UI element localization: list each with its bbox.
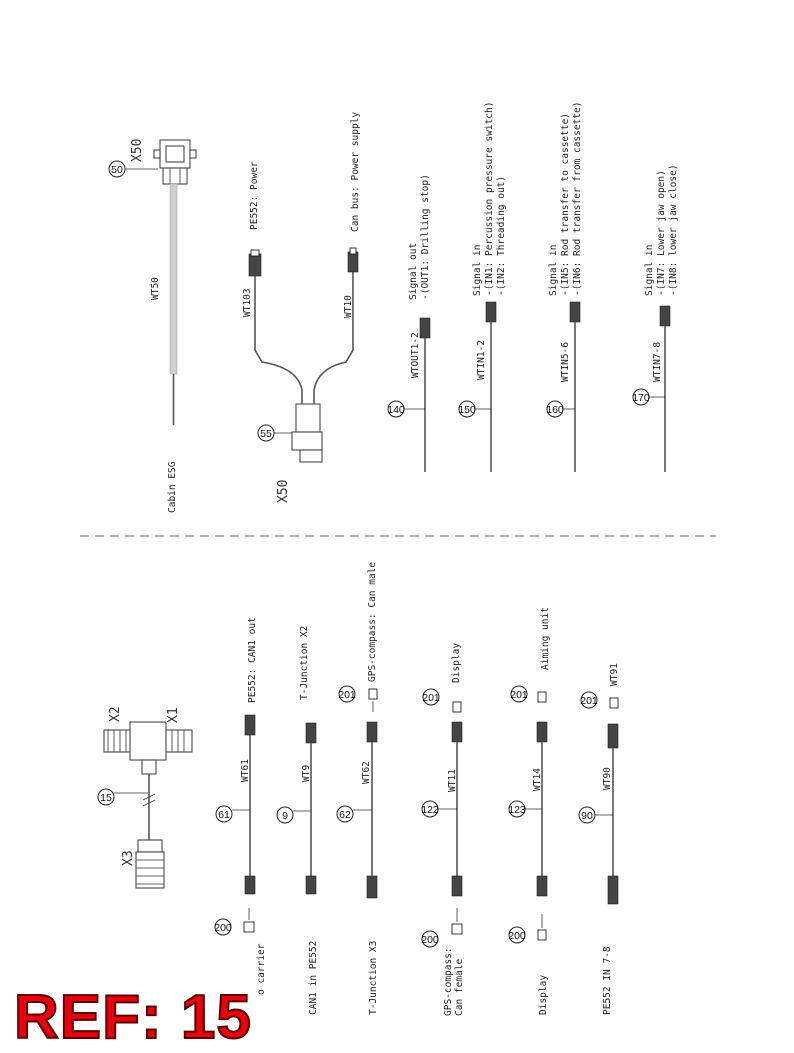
signal-cable-160 (546, 301, 581, 472)
callout-201-c-text: 201 (510, 689, 528, 701)
callout-140-text: 140 (387, 404, 405, 416)
signal-cable-160-line1: Signal in (548, 245, 559, 296)
callout-200-a-text: 200 (214, 922, 232, 934)
wt103-connector (248, 249, 262, 277)
callout-122-text: 122 (421, 804, 439, 816)
callout-200-b-text: 200 (421, 934, 439, 946)
x50-junction-code: X50 (276, 480, 291, 503)
callout-15 (97, 788, 115, 806)
t-junction-x2: X2 (108, 706, 123, 722)
x50-top-connector (153, 139, 197, 185)
wt10-code: WT10 (343, 295, 354, 318)
cable-122-start-label2: Can female (454, 959, 465, 1016)
cable-90-start-label: PE552 IN 7-8 (602, 946, 613, 1015)
cable-61-code: WT61 (240, 759, 251, 782)
cable-122-end-label: Display (451, 643, 462, 683)
callout-55-text: 55 (260, 428, 272, 440)
signal-cable-150 (458, 301, 497, 472)
signal-cable-150-line2: -(IN1: Percussion pressure switch) (484, 102, 495, 296)
signal-cable-150-line3: -(IN2: Threading out) (496, 176, 507, 296)
wt103-code: WT103 (242, 288, 253, 317)
signal-cable-160-line2: -(IN5: Rod transfer to cassette) (560, 113, 571, 296)
signal-cable-140-line1: Signal out (408, 243, 419, 300)
cable-62-code: WT62 (361, 761, 372, 784)
x50-y-junction (254, 270, 354, 463)
wt10-connector (347, 247, 359, 273)
cable-122-start-label: GPS-compass: (443, 947, 454, 1016)
callout-150-text: 150 (458, 404, 476, 416)
cable-9-code: WT9 (301, 765, 312, 782)
callout-9-text: 9 (282, 810, 288, 822)
callout-201-a-text: 201 (338, 689, 356, 701)
wt103-label: PE552: Power (249, 161, 260, 230)
callout-61-text: 61 (218, 809, 230, 821)
cable-9-end-label: T-Junction X2 (299, 626, 310, 700)
x50-top-code: X50 (130, 139, 145, 162)
callout-201-d-text: 201 (580, 695, 598, 707)
cable-90 (578, 691, 619, 905)
signal-cable-170-line1: Signal in (644, 245, 655, 296)
cable-61-start-label: o carrier (256, 943, 267, 995)
callout-170-text: 170 (632, 392, 650, 404)
wt10-label: Can bus: Power supply (350, 112, 361, 232)
signal-cable-170-code: WTIN7-8 (652, 342, 663, 382)
t-junction (103, 721, 193, 889)
cable-122 (421, 688, 463, 948)
wt50-label: Cabin ESG (167, 461, 178, 513)
callout-90-text: 90 (581, 810, 593, 822)
wt50-code: WT50 (150, 277, 161, 300)
cable-123-start-label: Display (538, 975, 549, 1015)
wt50-cable (169, 183, 178, 425)
signal-cable-170-line3: -(IN8: lower jaw close) (668, 164, 679, 296)
callout-50-text: 50 (111, 164, 123, 176)
ref-label: REF: 15 (13, 982, 252, 1053)
signal-cable-160-line3: -(IN6: Rod transfer from cassette) (572, 102, 583, 296)
cable-90-code: WT90 (602, 767, 613, 790)
t-junction-x1: X1 (166, 707, 181, 723)
signal-cable-160-code: WTIN5-6 (560, 342, 571, 382)
cable-90-end-code: WT91 (609, 663, 620, 686)
cable-123-end-label: Aiming unit (540, 607, 551, 670)
cable-122-code: WT11 (447, 769, 458, 792)
callout-200-c-text: 200 (508, 930, 526, 942)
signal-cable-140-code: WTOUT1-2 (410, 332, 421, 378)
callout-62-text: 62 (339, 809, 351, 821)
signal-cable-170-line2: -(IN7: Lower jaw open) (656, 170, 667, 296)
cable-62 (336, 685, 378, 899)
callout-15-text: 15 (100, 792, 112, 804)
t-junction-x3: X3 (121, 850, 136, 866)
cable-61-end-label: PE552: CAN1 out (247, 617, 258, 703)
callout-123-text: 123 (508, 804, 526, 816)
callout-160-text: 160 (546, 404, 564, 416)
signal-cable-150-line1: Signal in (472, 245, 483, 296)
cable-123 (508, 685, 548, 944)
cable-62-start-label: T-Junction X3 (368, 941, 379, 1015)
callout-201-b-text: 201 (422, 692, 440, 704)
signal-cable-150-code: WTIN1-2 (476, 340, 487, 380)
cable-9-start-label: CAN1 in PE552 (308, 941, 319, 1015)
cable-9 (276, 722, 317, 895)
signal-cable-140-line2: -(OUT1: Drilling stop) (420, 174, 431, 300)
cable-61 (214, 714, 256, 936)
signal-cable-140 (387, 317, 431, 472)
cable-123-code: WT14 (532, 768, 543, 791)
cable-62-end-label: GPS-compass: Can male (367, 562, 378, 682)
signal-cable-170 (632, 305, 671, 472)
